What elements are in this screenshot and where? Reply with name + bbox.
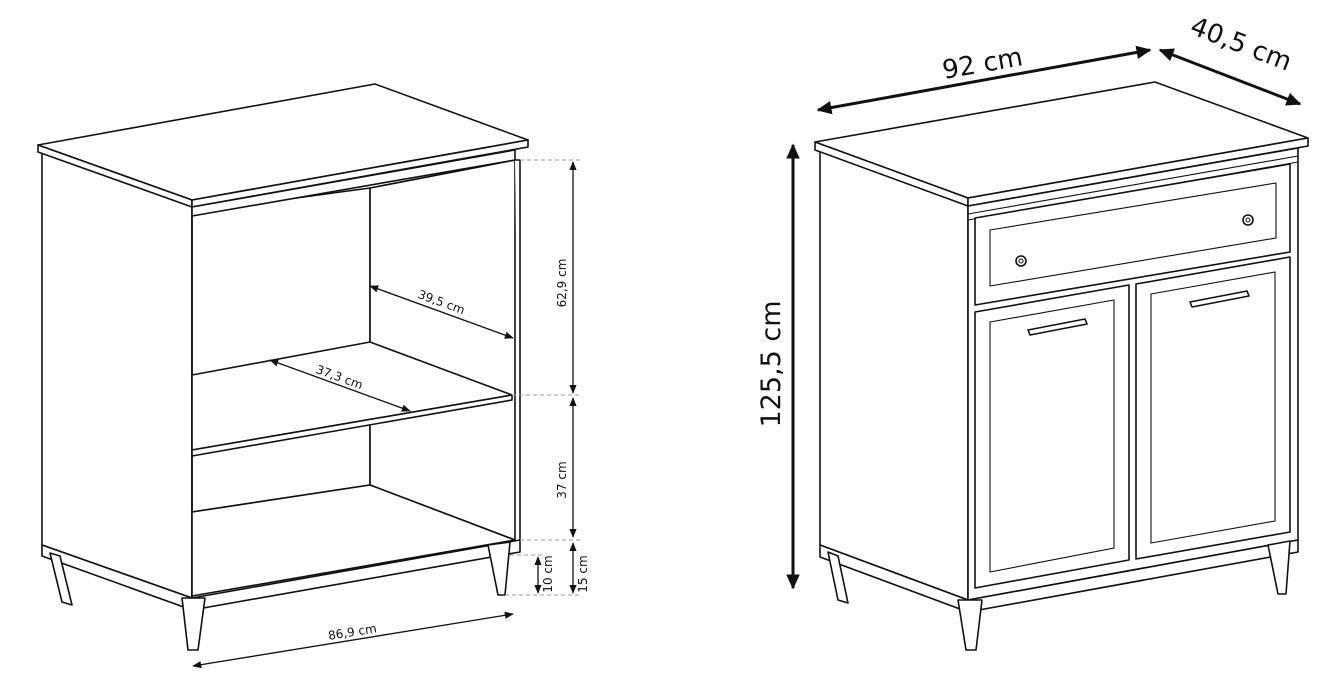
dim-line-shelf-depth — [269, 359, 411, 412]
leg-back-left — [49, 552, 73, 606]
cabinet2-side-panel — [819, 149, 969, 601]
label-lower-height: 37 cm — [555, 461, 569, 498]
open-cabinet-drawing: 62,9 cm 37 cm 15 cm 10 cm 39,5 cm 37,3 c… — [37, 83, 590, 669]
label-plinth-height: 15 cm — [576, 555, 590, 592]
cabinet-top-edge-front — [191, 139, 529, 208]
door-left-handle[interactable] — [1027, 318, 1088, 336]
label-height: 125,5 cm — [756, 300, 787, 427]
cabinet-side-panel — [41, 151, 193, 599]
cabinet2-leg-front-right — [1267, 540, 1291, 595]
dim-line-inner-width — [192, 611, 514, 669]
dim-line-width — [816, 45, 1152, 115]
drawer-knob-left[interactable] — [1015, 255, 1027, 267]
door-left[interactable] — [974, 284, 1130, 589]
closed-cabinet-drawing: 92 cm 40,5 cm 125,5 cm — [756, 12, 1309, 651]
cabinet-bottom-panel — [191, 484, 516, 597]
door-right-panel — [1150, 271, 1276, 544]
leg-front-right — [487, 541, 511, 596]
cabinet-shelf-edge — [191, 394, 513, 457]
door-right[interactable] — [1135, 256, 1291, 560]
cabinet2-leg-back-left — [827, 551, 849, 604]
door-right-handle[interactable] — [1189, 290, 1250, 308]
cabinet2-top-edge-front — [967, 137, 1309, 207]
leg-front-left — [181, 597, 206, 651]
label-leg-clearance: 10 cm — [541, 555, 555, 592]
drawer-front[interactable] — [974, 163, 1291, 306]
label-shelf-height: 62,9 cm — [555, 259, 569, 308]
drawer-panel — [989, 182, 1277, 287]
cabinet2-leg-front-left — [957, 599, 983, 651]
dim-line-inner-depth — [369, 285, 514, 339]
door-left-panel — [989, 299, 1115, 573]
dim-line-depth — [1158, 48, 1302, 106]
drawer-knob-right[interactable] — [1242, 214, 1254, 226]
